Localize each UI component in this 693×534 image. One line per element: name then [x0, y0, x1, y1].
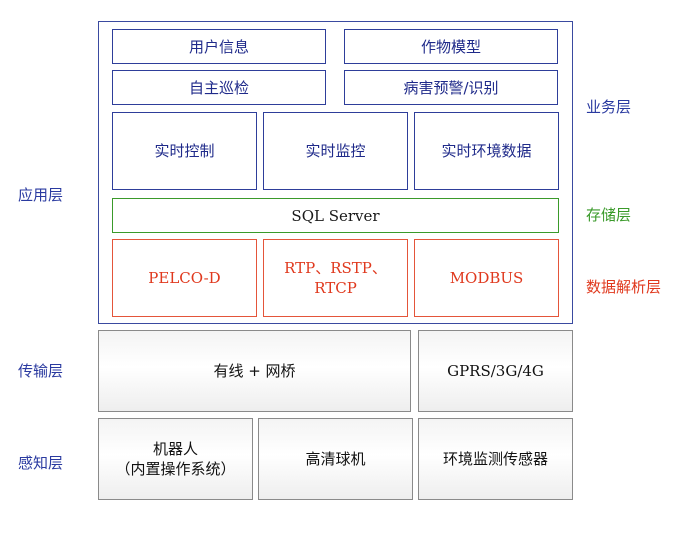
application-layer-label: 应用层	[18, 186, 64, 204]
auto-patrol-box: 自主巡检	[112, 70, 326, 105]
gprs-box: GPRS/3G/4G	[418, 330, 573, 412]
storage-layer-label: 存储层	[586, 206, 632, 224]
pelco-d-box: PELCO-D	[112, 239, 257, 317]
rtp-rstp-rtcp-box: RTP、RSTP、 RTCP	[263, 239, 408, 317]
wired-bridge-box: 有线 + 网桥	[98, 330, 411, 412]
perception-layer-label: 感知层	[18, 454, 64, 472]
realtime-monitor-box: 实时监控	[263, 112, 408, 190]
business-layer-label: 业务层	[586, 98, 632, 116]
realtime-control-box: 实时控制	[112, 112, 257, 190]
modbus-box: MODBUS	[414, 239, 559, 317]
parsing-layer-label: 数据解析层	[586, 278, 662, 296]
rtp-line-2: RTCP	[314, 279, 357, 297]
robot-line-1: 机器人	[152, 440, 198, 458]
robot-box: 机器人 （内置操作系统）	[98, 418, 253, 500]
sql-server-box: SQL Server	[112, 198, 559, 233]
transport-layer-label: 传输层	[18, 362, 64, 380]
hd-camera-box: 高清球机	[258, 418, 413, 500]
env-sensor-box: 环境监测传感器	[418, 418, 573, 500]
realtime-env-data-box: 实时环境数据	[414, 112, 559, 190]
disease-warning-box: 病害预警/识别	[344, 70, 558, 105]
user-info-box: 用户信息	[112, 29, 326, 64]
gprs-label: GPRS/3G/4G	[447, 362, 544, 380]
crop-model-box: 作物模型	[344, 29, 558, 64]
robot-line-2: （内置操作系统）	[115, 460, 236, 478]
rtp-line-1: RTP、RSTP、	[284, 259, 387, 277]
